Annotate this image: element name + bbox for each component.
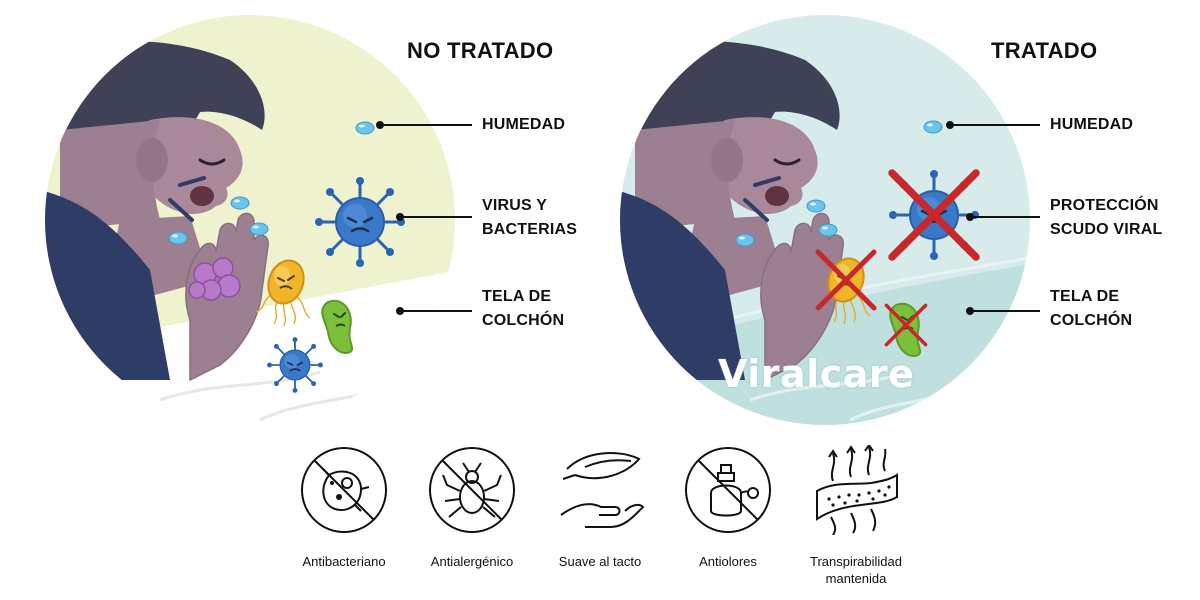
protection-leader [972,216,1040,218]
treated-fabric-label: TELA DE COLCHÓN [1050,288,1133,329]
untreated-title: NO TRATADO [407,38,554,63]
feature-label: Antibacteriano [302,554,386,569]
feature-anti-odor: Antiolores [664,440,792,600]
treated-humidity-label: HUMEDAD [1050,116,1134,133]
virus-pointer [396,213,404,221]
feature-label: Antialergénico [430,554,514,569]
protection-label: PROTECCIÓN SCUDO VIRAL [1050,197,1163,238]
feature-breathable: Transpirabilidad mantenida [792,440,920,600]
feature-antibacterial: Antibacteriano [280,440,408,600]
feature-soft-touch: Suave al tacto [536,440,664,600]
feature-label: Antiolores [699,554,757,569]
treated-panel: Viralcare TRATADO HUMEDAD PROTECCIÓN SCU… [600,0,1200,440]
humidity-pointer [376,121,384,129]
virus-leader [402,216,472,218]
fabric-pointer [396,307,404,315]
features-row: Antibacteriano Antialergénico Suave al t… [280,440,920,600]
no-bacteria-icon [301,447,387,533]
breathable-fabric-icon [816,445,898,535]
viralcare-logo: Viralcare [718,352,915,396]
feature-label: Suave al tacto [558,554,642,569]
humidity-label: HUMEDAD [482,116,566,133]
treated-fabric-leader [972,310,1040,312]
untreated-panel: NO TRATADO HUMEDAD VIRUS Y BACTERIAS TEL… [0,0,600,440]
feature-antiallergenic: Antialergénico [408,440,536,600]
feather-hand-icon [560,452,645,528]
treated-humidity-pointer [946,121,954,129]
untreated-illustration [45,15,455,425]
virus-label: VIRUS Y BACTERIAS [482,197,578,238]
protection-pointer [966,213,974,221]
fabric-leader [402,310,472,312]
treated-title: TRATADO [991,38,1098,63]
no-odor-icon [685,447,771,533]
treated-fabric-pointer [966,307,974,315]
feature-label: Transpirabilidad mantenida [809,554,902,586]
treated-humidity-leader [952,124,1040,126]
fabric-label: TELA DE COLCHÓN [482,288,565,329]
treated-illustration [620,15,1030,425]
no-mite-icon [429,447,515,533]
humidity-leader [382,124,472,126]
